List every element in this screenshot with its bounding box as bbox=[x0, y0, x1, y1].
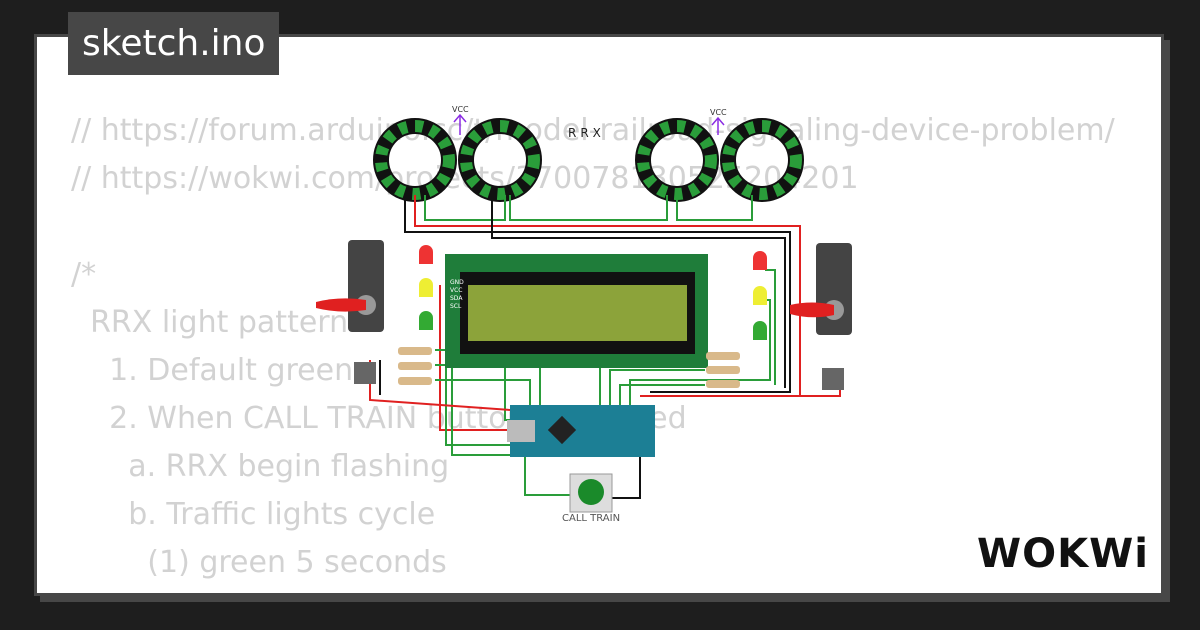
led-yellow-right[interactable] bbox=[753, 286, 767, 305]
code-line: /* bbox=[71, 257, 97, 292]
rrx-label: RRX bbox=[568, 126, 605, 140]
svg-text:WOKWi: WOKWi bbox=[977, 531, 1149, 577]
file-tab-title[interactable]: sketch.ino bbox=[68, 12, 280, 75]
code-line: // https://forum.arduino.cc/t/model-rail… bbox=[71, 113, 1115, 148]
led-yellow-left[interactable] bbox=[419, 278, 433, 297]
servo-left[interactable] bbox=[316, 240, 384, 384]
call-train-label: CALL TRAIN bbox=[562, 513, 620, 524]
vcc-marker-right: VCC bbox=[710, 108, 727, 135]
led-red-left[interactable] bbox=[419, 245, 433, 264]
servo-right[interactable] bbox=[790, 243, 852, 390]
lcd-pin-gnd: GND bbox=[450, 279, 464, 286]
lcd-pin-vcc: VCC bbox=[450, 287, 462, 294]
wokwi-logo: WOKWi bbox=[977, 531, 1149, 577]
neopixel-ring-1[interactable] bbox=[373, 118, 457, 202]
lcd-display[interactable]: GND VCC SDA SCL bbox=[445, 254, 708, 368]
call-train-button[interactable] bbox=[569, 473, 613, 513]
neopixel-ring-3[interactable] bbox=[635, 118, 719, 202]
code-line: RRX light pattern: bbox=[71, 305, 359, 340]
led-green-left[interactable] bbox=[419, 311, 433, 330]
vcc-label-left: VCC bbox=[452, 105, 469, 114]
lcd-pin-scl: SCL bbox=[450, 303, 462, 310]
code-line: b. Traffic lights cycle bbox=[71, 497, 436, 532]
lcd-pin-sda: SDA bbox=[450, 295, 463, 302]
neopixel-ring-4[interactable] bbox=[720, 118, 804, 202]
led-red-right[interactable] bbox=[753, 251, 767, 270]
code-editor[interactable]: // https://forum.arduino.cc/t/model-rail… bbox=[71, 107, 1161, 593]
code-line: 1. Default green bbox=[71, 353, 354, 388]
led-green-right[interactable] bbox=[753, 321, 767, 340]
vcc-label-right: VCC bbox=[710, 108, 727, 117]
resistors-left[interactable] bbox=[398, 347, 432, 385]
code-line: a. RRX begin flashing bbox=[71, 449, 450, 484]
arduino-nano[interactable] bbox=[507, 405, 655, 457]
vcc-marker-left: VCC bbox=[452, 105, 469, 135]
resistors-right[interactable] bbox=[706, 352, 740, 388]
code-line: (1) green 5 seconds bbox=[71, 545, 447, 580]
neopixel-ring-2[interactable] bbox=[458, 118, 542, 202]
